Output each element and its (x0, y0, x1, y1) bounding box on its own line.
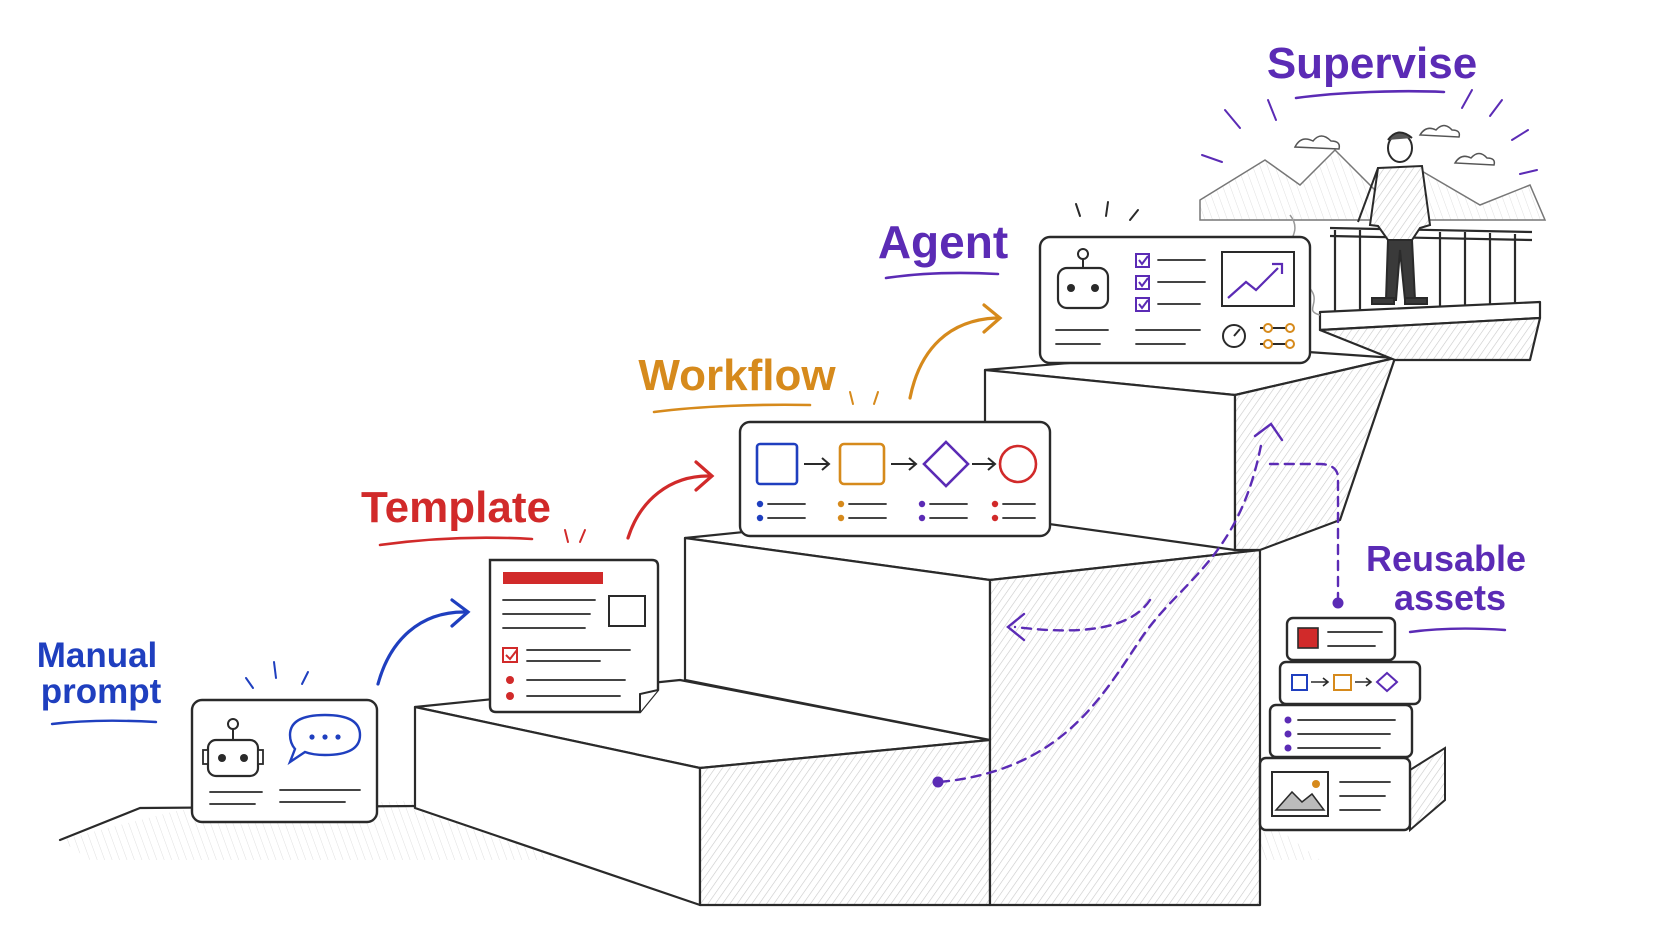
agent-label: Agent (878, 216, 1008, 268)
step-2-side (988, 548, 1262, 907)
emphasis-marks (1201, 89, 1538, 175)
reuse-paths (938, 422, 1340, 784)
speech-bubble-icon (287, 713, 362, 766)
reusable-assets-label-line1: Reusable (1366, 538, 1526, 579)
reusable-assets-stack (1258, 616, 1446, 833)
image-icon (1271, 771, 1329, 817)
slider-icon (1260, 323, 1295, 349)
checkbox-icon (1135, 253, 1150, 312)
manual-prompt-label-line2: prompt (41, 672, 162, 711)
robot-icon (1056, 248, 1110, 310)
cloud-icon (1293, 135, 1341, 150)
arrow-to-template (376, 610, 466, 686)
flow-square-icon (838, 442, 886, 486)
reusable-assets-label-line2: assets (1394, 577, 1506, 618)
dial-icon (1222, 324, 1246, 348)
person-icon (1357, 131, 1432, 305)
template-label: Template (361, 483, 551, 532)
arrow-to-workflow (626, 474, 710, 540)
supervise-label: Supervise (1267, 39, 1477, 88)
cloud-icon (1418, 124, 1461, 138)
workflow-label: Workflow (638, 351, 836, 400)
railing (1329, 226, 1533, 312)
template-card (488, 529, 660, 714)
agent-card (1038, 201, 1312, 365)
label-template: Template (361, 483, 551, 547)
flow-diamond-icon (922, 440, 970, 488)
label-manual-prompt: Manual prompt (37, 636, 162, 726)
emphasis-marks (245, 661, 309, 689)
flow-circle-icon (998, 444, 1038, 484)
label-workflow: Workflow (638, 351, 836, 414)
assets-connector-dot (1332, 597, 1344, 609)
emphasis-marks (564, 529, 586, 543)
flow-square-icon (755, 442, 799, 486)
checkbox-icon (502, 647, 518, 663)
arrow-to-agent (908, 316, 998, 400)
reuse-path-up (938, 438, 1264, 784)
label-supervise: Supervise (1267, 39, 1477, 100)
reuse-origin-dot (932, 776, 944, 788)
cloud-icon (1453, 152, 1496, 166)
reuse-path-back (1013, 598, 1152, 632)
manual-prompt-card (190, 661, 379, 824)
progress-arrows (376, 303, 1003, 686)
robot-icon (202, 718, 264, 778)
emphasis-marks (849, 391, 879, 405)
step-1-side (698, 738, 992, 907)
label-reusable-assets: Reusable assets (1366, 538, 1526, 634)
label-agent: Agent (878, 216, 1008, 280)
trend-chart-icon (1221, 251, 1295, 307)
workflow-card (738, 391, 1052, 538)
emphasis-marks (1075, 201, 1139, 221)
platform-support (1318, 316, 1542, 362)
manual-prompt-label-line1: Manual (37, 636, 158, 675)
reuse-path-loop (1268, 462, 1340, 604)
